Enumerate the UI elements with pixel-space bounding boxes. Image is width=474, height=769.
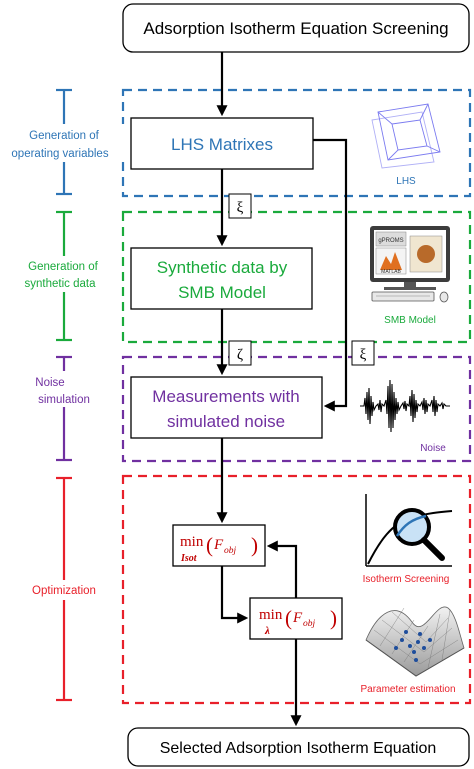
label-bg: [24, 371, 104, 407]
top-box-label: Adsorption Isotherm Equation Screening: [143, 19, 448, 38]
stage-panel-optimization: [121, 474, 472, 705]
min-lambda-rparen: ): [330, 606, 337, 630]
matlab-label: MATLAB: [381, 269, 401, 275]
lhs-box-label: LHS Matrixes: [171, 135, 273, 154]
param-caption: Parameter estimation: [360, 684, 455, 695]
arrow-min-lambda-to-min-isot: [266, 540, 298, 598]
min-isot-lparen: (: [206, 533, 213, 557]
xi-symbol: ξ: [237, 200, 244, 216]
stage-panel-synthetic-data: [121, 210, 472, 344]
stage-label-3b: simulation: [38, 394, 90, 406]
zeta-symbol-box: [228, 340, 252, 366]
isotherm-magnifier-icon: [365, 494, 453, 567]
smb-caption: SMB Model: [384, 315, 436, 326]
stage-label-2b: synthetic data: [25, 278, 97, 290]
isotherm-caption: Isotherm Screening: [363, 574, 450, 585]
xi-side-symbol-box: [351, 340, 375, 366]
stage-panel-noise: [121, 355, 472, 463]
stage-label-1b: operating variables: [11, 148, 108, 160]
xi-symbol-box: [228, 193, 252, 219]
surface-mesh-icon: [365, 606, 465, 677]
min-lambda-f: F: [292, 610, 303, 626]
min-isot-f: F: [213, 537, 224, 553]
measurement-box: [130, 376, 323, 439]
top-box: [122, 3, 470, 53]
noise-waveform-icon: [360, 379, 450, 433]
noise-caption: Noise: [420, 443, 446, 454]
computer-icon: gPROMS MATLAB: [370, 226, 450, 303]
arrow-lhs-to-measurement: [313, 138, 348, 412]
smb-box-line1: Synthetic data by: [157, 258, 288, 277]
label-bg: [2, 124, 126, 162]
min-isot-rparen: ): [251, 533, 258, 557]
smb-box: [130, 247, 313, 310]
min-lambda-fsub: obj: [303, 619, 316, 629]
gproms-label: gPROMS: [378, 238, 403, 244]
bottom-box-label: Selected Adsorption Isotherm Equation: [160, 740, 437, 757]
zeta-symbol: ζ: [237, 347, 243, 363]
min-isot-fsub: obj: [224, 546, 237, 556]
stage-label-2a: Generation of: [28, 261, 98, 273]
label-bg: [18, 580, 110, 600]
min-isot-min: min: [180, 534, 204, 550]
lhs-box: [130, 117, 314, 170]
measurement-box-line1: Measurements with: [152, 387, 299, 406]
min-isot-sub: Isot: [180, 553, 198, 564]
lhs-caption: LHS: [396, 176, 416, 187]
stage-panel-operating-variables: [121, 88, 472, 198]
smb-box-line2: SMB Model: [178, 283, 266, 302]
min-lambda-box: [249, 597, 343, 640]
xi-side-symbol: ξ: [360, 347, 367, 363]
stage-label-1a: Generation of: [29, 130, 99, 142]
hypercube-icon: [371, 103, 441, 169]
min-lambda-lparen: (: [285, 606, 292, 630]
stage-label-4: Optimization: [32, 585, 96, 597]
stage-label-3a: Noise: [35, 377, 64, 389]
label-bg: [14, 256, 114, 292]
min-lambda-sub: λ: [264, 625, 270, 637]
min-lambda-min: min: [259, 607, 283, 623]
bottom-box: [127, 727, 470, 767]
measurement-box-line2: simulated noise: [167, 412, 285, 431]
arrow-min-isot-to-min-lambda: [220, 566, 249, 624]
min-isot-box: [172, 524, 266, 567]
